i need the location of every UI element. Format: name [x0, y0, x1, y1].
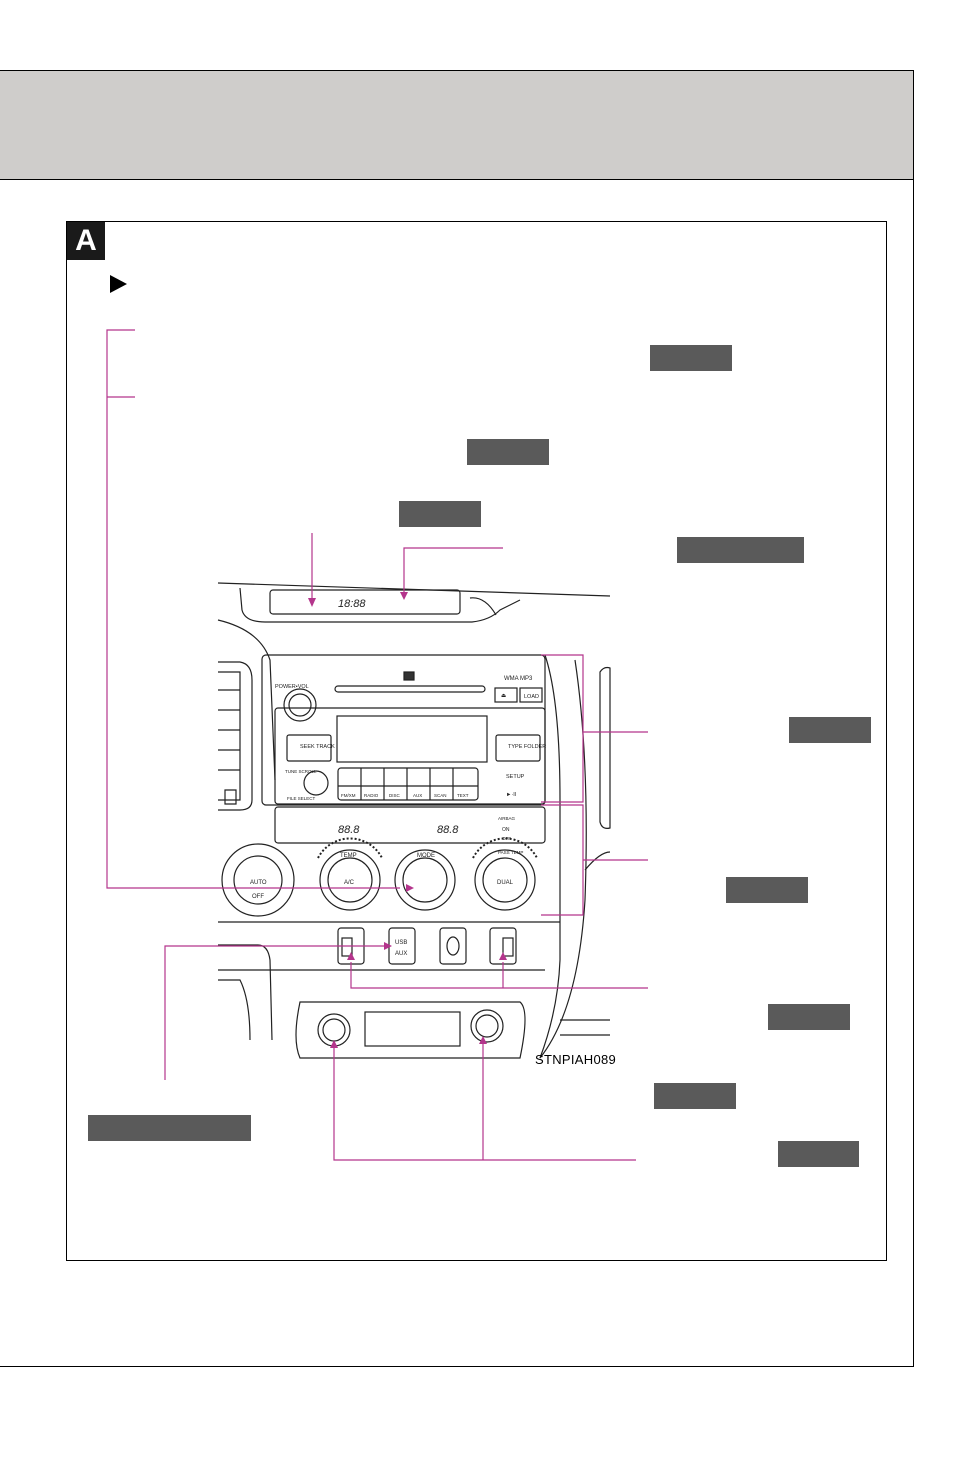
tune-scroll-label: TUNE SCROLL [285, 769, 317, 774]
preset-aux-label: AUX [413, 793, 422, 798]
play-pause-label: ►·II [506, 792, 517, 798]
header-band [0, 71, 913, 180]
power-vol-label: POWER•VOL [275, 684, 309, 690]
preset-disc-label: DISC [389, 793, 401, 798]
page-ref-box[interactable] [726, 877, 808, 903]
page-ref-box[interactable] [778, 1141, 859, 1167]
page-frame [0, 70, 914, 1367]
load-label: LOAD [524, 694, 539, 700]
temp-label: TEMP [340, 853, 357, 859]
preset-scan-label: SCAN [434, 793, 447, 798]
aux-label: AUX [395, 951, 407, 957]
page-ref-box[interactable] [654, 1083, 736, 1109]
eject-label: ⏏ [501, 693, 507, 699]
seek-track-label: SEEK TRACK [300, 744, 335, 750]
type-folder-label: TYPE FOLDER [508, 744, 546, 750]
page-ref-box[interactable] [650, 345, 732, 371]
temp-right-display: 88.8 [437, 824, 459, 836]
preset-fm-label: FM/XM [341, 793, 356, 798]
page-ref-box[interactable] [399, 501, 481, 527]
figure-caption: STNPIAH089 [535, 1052, 617, 1067]
airbag-off-label: OFF [502, 836, 511, 841]
dual-label: DUAL [497, 880, 514, 886]
setup-label: SETUP [506, 774, 525, 780]
temp-left-display: 88.8 [338, 824, 360, 836]
page-ref-box[interactable] [677, 537, 804, 563]
page-ref-box[interactable] [88, 1115, 251, 1141]
clock-display: 18:88 [338, 598, 366, 610]
pass-temp-label: PASS TEMP [498, 850, 523, 855]
airbag-label: AIRBAG [498, 816, 516, 821]
wma-mp3-label: WMA MP3 [504, 676, 533, 682]
airbag-on-label: ON [502, 827, 510, 833]
section-box [66, 221, 887, 1261]
off-label: OFF [252, 894, 264, 900]
page-ref-box[interactable] [768, 1004, 850, 1030]
preset-text-label: TEXT [457, 793, 469, 798]
auto-label: AUTO [250, 880, 267, 886]
triangle-bullet-icon [110, 275, 127, 293]
ac-label: A/C [344, 880, 355, 886]
mode-label: MODE [417, 853, 435, 859]
file-select-label: FILE SELECT [287, 796, 316, 801]
preset-radio-label: RADIO [364, 793, 379, 798]
page-ref-box[interactable] [467, 439, 549, 465]
page-ref-box[interactable] [789, 717, 871, 743]
section-tab: A [67, 222, 105, 260]
usb-label: USB [395, 940, 407, 946]
